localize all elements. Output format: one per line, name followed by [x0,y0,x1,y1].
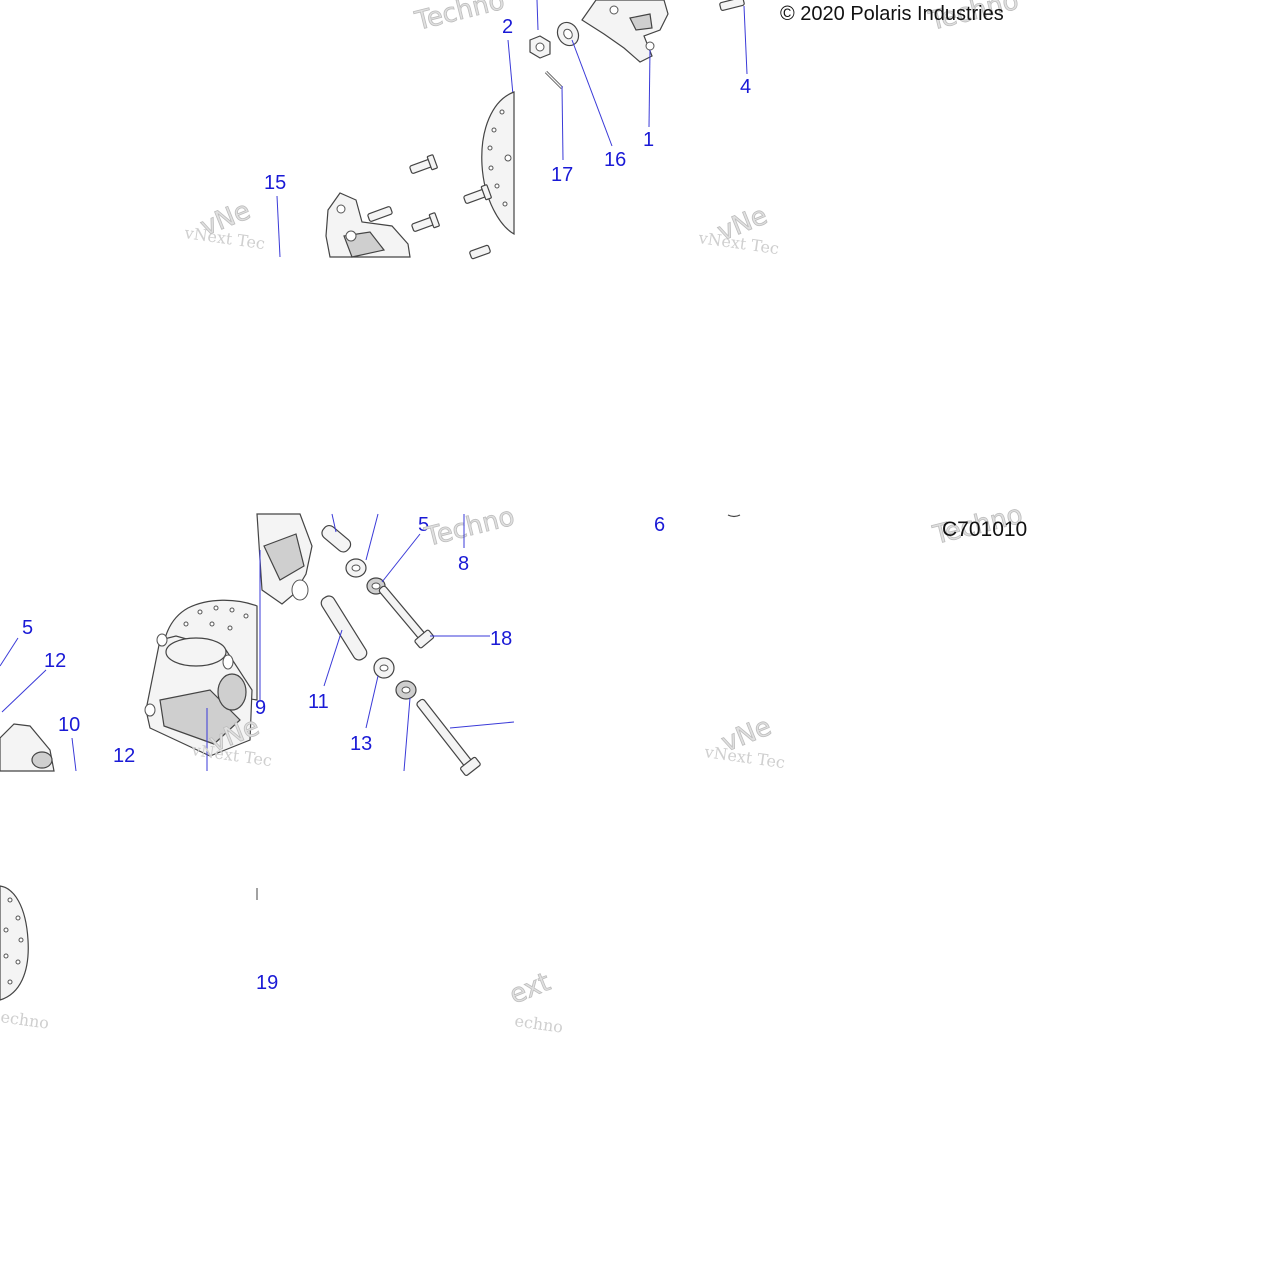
washer [556,21,580,47]
brake-disc-top [481,91,515,236]
leader-1 [648,49,651,128]
callout-12b: 12 [113,745,135,767]
leader-bushing-1 [365,513,379,561]
callout-16: 16 [604,149,626,171]
brake-disc-bottom [0,885,29,1001]
washer-lower [395,680,417,700]
callout-17: 17 [551,164,573,186]
leader-sleeve [331,513,337,533]
tile-top-far-right: Techno © 2020 Polaris Industries [780,0,1022,37]
leader-16 [571,39,613,147]
callout-13: 13 [350,733,372,755]
diagram-code: C701010 [942,518,1027,541]
leader-12a [1,669,47,713]
tile-row4-right: ext echno [505,967,564,1037]
leader-10 [71,737,77,772]
watermark-echno-frag: echno [513,1011,564,1037]
callout-12a: 12 [44,650,66,672]
callout-11: 11 [308,691,329,713]
leader-4 [743,5,748,75]
leader-2 [507,39,514,96]
hub-knuckle [325,192,411,258]
knuckle-body [144,633,253,757]
bolt-long-lower [416,698,481,777]
callout-5b: 5 [418,514,429,536]
bushing-13 [373,657,395,679]
tile-row3-right: 6 vNext Tec vNe [654,514,786,772]
tile-top-middle: Techno 2 [325,0,515,260]
tile-top-right: 4 1 16 17 vNext Tec vNe [529,0,780,258]
leader-5b [381,533,421,583]
watermark-vne-2: vNe [713,201,771,248]
tile-row3-far-right: Techno C701010 [929,499,1027,551]
leader-13 [365,675,379,729]
callout-15: 15 [264,172,286,194]
callout-4: 4 [740,76,751,98]
watermark-techno: Techno [411,0,507,37]
castle-nut [529,35,551,59]
tile-row3-middle: 9 5 Techno 8 18 1 [255,501,518,777]
wheel-studs [367,154,492,260]
callout-18: 18 [490,628,512,650]
bushing-1 [345,558,367,578]
callout-2: 2 [502,16,513,38]
sleeve-short [321,524,352,553]
tile-row3-left: 5 12 10 12 vNext Tec vNe [0,599,273,772]
leader-11 [323,629,343,687]
bolt-4 [719,0,745,11]
watermark-techno-frag: echno [0,1007,50,1033]
leader-washer-lower [403,697,411,772]
sleeve-long [320,595,368,661]
leader-nut [536,0,539,31]
control-arm-partial [256,513,313,605]
callout-19: 19 [256,972,278,994]
copyright-text: © 2020 Polaris Industries [780,3,1004,25]
callout-6: 6 [654,514,665,536]
bolt-18 [378,585,435,649]
leader-5a [0,637,19,667]
tile-row4-left: echno [0,885,50,1033]
callout-1: 1 [643,129,654,151]
watermark-techno-3: Techno [421,502,517,553]
knuckle-left-partial [0,723,55,772]
leader-17 [561,85,564,161]
leader-15 [276,195,281,258]
tile-top-left: vNext Tec vNe 15 [182,172,286,258]
callout-8: 8 [458,553,469,575]
tile-row4-middle: 19 [256,888,278,994]
leader-bolt-lower [449,721,515,729]
callout-9: 9 [255,697,266,719]
callout-5a: 5 [22,617,33,639]
part-edge-fragment [727,514,741,518]
watermark-ext-frag: ext [505,967,554,1010]
hub-part [581,0,669,63]
callout-10: 10 [58,714,80,736]
